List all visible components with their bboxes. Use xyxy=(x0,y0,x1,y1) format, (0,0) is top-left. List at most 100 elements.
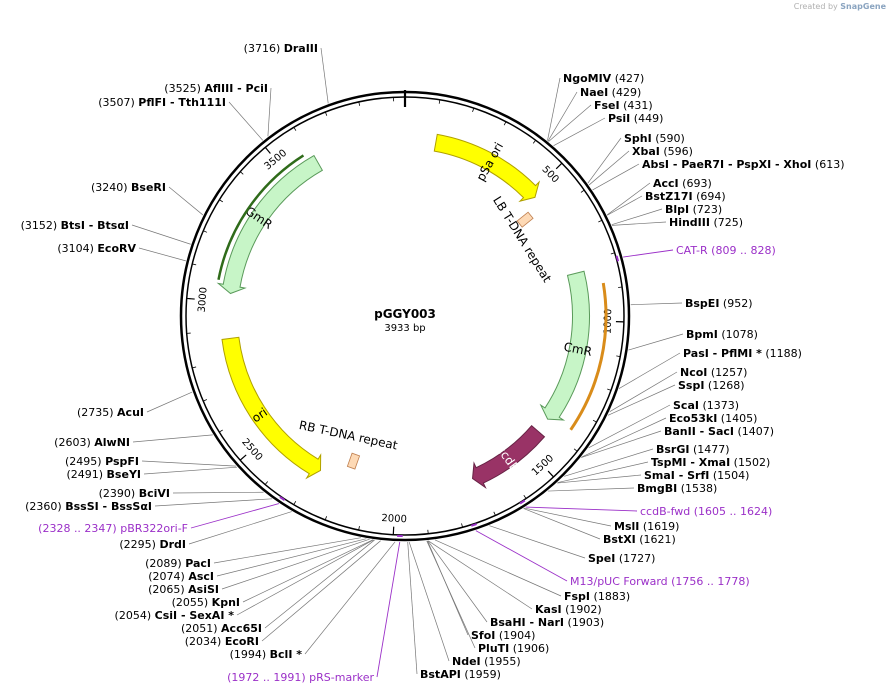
feature-arrow-cmr[interactable] xyxy=(539,270,590,421)
site-label[interactable]: (2360) BssSI - BssSαI xyxy=(25,500,152,513)
site-position: (2735) xyxy=(77,406,117,419)
site-label[interactable]: (2055) KpnI xyxy=(172,596,240,609)
site-label[interactable]: BsrGI (1477) xyxy=(656,443,730,456)
site-leader xyxy=(628,333,684,351)
site-label[interactable]: BspEI (952) xyxy=(685,297,753,310)
site-name: Eco53kI xyxy=(669,412,717,425)
site-label[interactable]: (1994) BclI * xyxy=(230,648,303,661)
site-position: (3716) xyxy=(244,42,284,55)
site-position: (952) xyxy=(719,297,752,310)
primer-label[interactable]: ccdB-fwd (1605 .. 1624) xyxy=(640,505,772,518)
site-name: PflFI - Tth111I xyxy=(138,96,226,109)
site-label[interactable]: (2054) CsiI - SexAI * xyxy=(115,609,235,622)
site-name: BsaHI - NarI xyxy=(490,616,564,629)
site-label[interactable]: (2295) DrdI xyxy=(119,538,186,551)
minor-tick xyxy=(610,252,615,255)
site-label[interactable]: NdeI (1955) xyxy=(452,655,521,668)
site-leader xyxy=(592,163,640,191)
site-label[interactable]: BpmI (1078) xyxy=(686,328,758,341)
primer-name: pRS-marker xyxy=(309,671,374,684)
site-name: EcoRI xyxy=(225,635,259,648)
site-position: (1902) xyxy=(562,603,602,616)
minor-tick xyxy=(324,111,328,116)
feature-arrow-gmr[interactable] xyxy=(216,154,324,295)
site-label[interactable]: BmgBI (1538) xyxy=(637,482,717,495)
site-label[interactable]: BstXI (1621) xyxy=(603,533,676,546)
site-label[interactable]: (3152) BtsI - BtsαI xyxy=(21,219,129,232)
site-label[interactable]: BstZ17I (694) xyxy=(645,190,726,203)
site-label[interactable]: NaeI (429) xyxy=(580,86,641,99)
site-label[interactable]: SpeI (1727) xyxy=(588,552,655,565)
site-label[interactable]: (2495) PspFI xyxy=(65,455,139,468)
site-label[interactable]: (2735) AcuI xyxy=(77,406,144,419)
site-label[interactable]: Eco53kI (1405) xyxy=(669,412,757,425)
site-label[interactable]: SspI (1268) xyxy=(678,379,745,392)
site-label[interactable]: (3525) AflIII - PciI xyxy=(164,82,268,95)
site-labels: (3716) DraIII (3525) AflIII - PciI(3507) … xyxy=(21,42,845,684)
site-label[interactable]: (3507) PflFI - Tth111I xyxy=(98,96,226,109)
site-leader xyxy=(242,539,374,603)
minor-tick xyxy=(293,127,297,131)
site-label[interactable]: NcoI (1257) xyxy=(680,366,747,379)
site-label[interactable]: (2065) AsiSI xyxy=(148,583,219,596)
site-label[interactable]: KasI (1902) xyxy=(535,603,602,616)
site-leader xyxy=(428,540,533,610)
minor-tick xyxy=(264,481,269,485)
primer-leader xyxy=(376,541,401,678)
site-position: (693) xyxy=(679,177,712,190)
site-label[interactable]: (2051) Acc65I xyxy=(181,622,262,635)
site-label[interactable]: BstAPI (1959) xyxy=(420,668,501,681)
site-label[interactable]: SmaI - SrfI (1504) xyxy=(644,469,749,482)
site-name: FspI xyxy=(564,590,590,603)
site-position: (1727) xyxy=(615,552,655,565)
site-label[interactable]: FseI (431) xyxy=(594,99,653,112)
site-label[interactable]: ScaI (1373) xyxy=(673,399,739,412)
site-label[interactable]: (3716) DraIII xyxy=(244,42,318,55)
site-name: CsiI - SexAI * xyxy=(155,609,235,622)
site-label[interactable]: SphI (590) xyxy=(624,132,685,145)
site-label[interactable]: NgoMIV (427) xyxy=(563,72,644,85)
site-leader xyxy=(607,195,643,216)
site-label[interactable]: (3104) EcoRV xyxy=(57,242,136,255)
site-label[interactable]: PsiI (449) xyxy=(608,112,663,125)
site-label[interactable]: BsaHI - NarI (1903) xyxy=(490,616,604,629)
primer-label[interactable]: (1972 .. 1991) pRS-marker xyxy=(227,671,374,684)
site-position: (1904) xyxy=(495,629,535,642)
site-label[interactable]: MslI (1619) xyxy=(614,520,679,533)
site-name: SphI xyxy=(624,132,652,145)
site-name: BssSI - BssSαI xyxy=(65,500,152,513)
site-label[interactable]: PasI - PflMI * (1188) xyxy=(683,347,802,360)
site-label[interactable]: (2089) PacI xyxy=(145,557,211,570)
site-leader xyxy=(588,150,630,186)
site-position: (2051) xyxy=(181,622,221,635)
site-label[interactable]: AbsI - PaeR7I - PspXI - XhoI (613) xyxy=(642,158,844,171)
site-label[interactable]: BlpI (723) xyxy=(665,203,722,216)
site-label[interactable]: HindIII (725) xyxy=(669,216,743,229)
site-label[interactable]: BanII - SacI (1407) xyxy=(664,425,774,438)
site-label[interactable]: (2034) EcoRI xyxy=(185,635,259,648)
site-label[interactable]: FspI (1883) xyxy=(564,590,630,603)
site-leader xyxy=(547,487,635,492)
site-label[interactable]: (2390) BciVI xyxy=(99,487,170,500)
feature-arrow-ccdb[interactable] xyxy=(472,424,546,490)
site-position: (2495) xyxy=(65,455,105,468)
site-label[interactable]: AccI (693) xyxy=(653,177,712,190)
site-label[interactable]: (2491) BseYI xyxy=(66,468,141,481)
site-name: PluTI xyxy=(478,642,509,655)
site-label[interactable]: PluTI (1906) xyxy=(478,642,549,655)
primer-label[interactable]: (2328 .. 2347) pBR322ori-F xyxy=(38,522,188,535)
site-label[interactable]: (2603) AlwNI xyxy=(54,436,130,449)
site-label[interactable]: (2074) AscI xyxy=(148,570,214,583)
site-label[interactable]: (3240) BseRI xyxy=(91,181,166,194)
feature-arrow-psa-ori[interactable] xyxy=(433,133,541,203)
site-label[interactable]: TspMI - XmaI (1502) xyxy=(651,456,770,469)
primer-label[interactable]: M13/pUC Forward (1756 .. 1778) xyxy=(570,575,750,588)
feature-arrow-ori[interactable] xyxy=(221,336,322,480)
site-label[interactable]: SfoI (1904) xyxy=(471,629,535,642)
site-name: BspEI xyxy=(685,297,719,310)
minor-tick xyxy=(219,199,224,203)
minor-tick xyxy=(573,448,578,452)
primer-label[interactable]: CAT-R (809 .. 828) xyxy=(676,244,776,257)
site-name: NdeI xyxy=(452,655,481,668)
site-label[interactable]: XbaI (596) xyxy=(632,145,693,158)
